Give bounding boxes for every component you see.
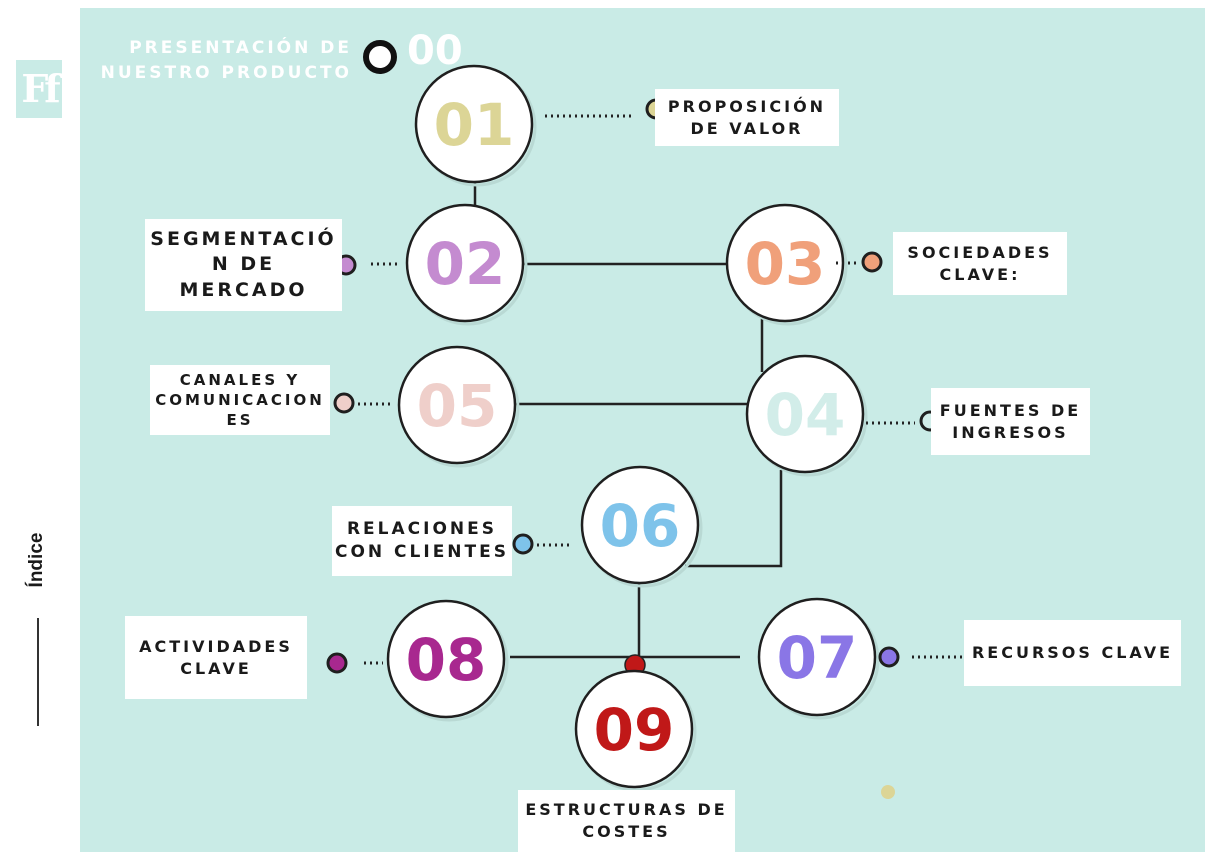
decor-dot-yellow — [881, 785, 895, 799]
node-label-06-line: RELACIONES — [346, 519, 497, 540]
index-divider — [37, 618, 39, 726]
node-circle-04 — [745, 354, 865, 474]
node-circle-09 — [574, 669, 694, 789]
node-label-07: RECURSOS CLAVE — [964, 620, 1181, 686]
node-label-09-line: ESTRUCTURAS DE — [525, 800, 728, 820]
node-number-01: 01 — [434, 91, 515, 159]
node-label-02-line: SEGMENTACIÓ — [150, 227, 337, 250]
node-circle-08 — [386, 599, 506, 719]
node-circle-02 — [405, 203, 525, 323]
intro-title-line2: NUESTRO PRODUCTO — [100, 62, 352, 83]
node-number-04: 04 — [765, 381, 846, 449]
node-number-02: 02 — [425, 230, 506, 298]
node-label-09-line: COSTES — [582, 822, 671, 841]
node-label-05-line: CANALES Y — [179, 370, 301, 389]
label-dot-03 — [861, 251, 883, 273]
node-label-01-line: PROPOSICIÓN — [667, 96, 827, 116]
node-label-04-line: FUENTES DE — [939, 400, 1082, 420]
node-label-05-line: COMUNICACION — [155, 390, 325, 409]
connector-line-5 — [685, 470, 783, 568]
intro-ring — [363, 40, 397, 74]
node-label-02-line: MERCADO — [179, 278, 308, 301]
node-label-09: ESTRUCTURAS DE COSTES — [518, 790, 735, 852]
label-dot-06 — [512, 533, 534, 555]
intro-number: 00 — [407, 28, 463, 74]
label-dot-05 — [333, 392, 355, 414]
node-number-05: 05 — [417, 372, 498, 440]
node-circle-06 — [580, 465, 700, 585]
node-number-09: 09 — [594, 696, 675, 764]
node-label-03-line: CLAVE: — [939, 264, 1021, 284]
brand-logo: Ff — [16, 60, 62, 118]
label-dot-08 — [326, 652, 348, 674]
node-number-06: 06 — [600, 492, 681, 560]
intro-title-line1: PRESENTACIÓN DE — [129, 38, 352, 58]
node-number-03: 03 — [745, 230, 826, 298]
node-number-07: 07 — [777, 624, 858, 692]
node-circle-01 — [414, 64, 534, 184]
node-label-02-line: N DE — [211, 253, 276, 276]
node-label-08-line: CLAVE — [180, 658, 252, 678]
node-label-03-line: SOCIEDADES — [907, 242, 1053, 262]
node-label-08-line: ACTIVIDADES — [139, 636, 293, 656]
node-label-05-line: ES — [226, 411, 254, 430]
node-label-04-line: INGRESOS — [952, 422, 1069, 442]
label-dot-07 — [878, 646, 900, 668]
node-label-06-line: CON CLIENTES — [334, 542, 509, 562]
node-label-01-line: DE VALOR — [690, 118, 804, 138]
node-number-08: 08 — [406, 626, 487, 694]
intro-title: PRESENTACIÓN DE NUESTRO PRODUCTO — [94, 36, 352, 85]
node-circle-07 — [757, 597, 877, 717]
node-label-07-line: RECURSOS CLAVE — [971, 643, 1174, 663]
node-circle-05 — [397, 345, 517, 465]
